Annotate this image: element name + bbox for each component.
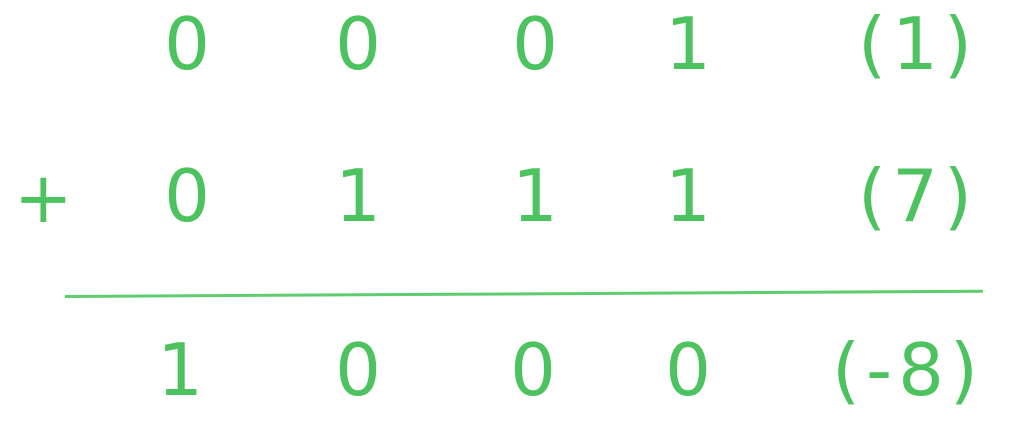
decimal-value: (7): [858, 154, 978, 238]
bit-digit: 1: [512, 154, 558, 238]
bit-digit: 0: [510, 328, 556, 412]
bit-digit: 0: [164, 2, 210, 86]
plus-operator: +: [14, 157, 73, 239]
bit-digit: 0: [335, 328, 381, 412]
decimal-value: (1): [858, 2, 978, 86]
bit-digit: 1: [335, 154, 381, 238]
bit-digit: 1: [665, 2, 711, 86]
decimal-value: (-8): [832, 328, 984, 412]
bit-digit: 1: [157, 328, 203, 412]
bit-digit: 0: [335, 2, 381, 86]
bit-digit: 0: [665, 328, 711, 412]
bit-digit: 1: [665, 154, 711, 238]
sum-divider-line: [64, 289, 983, 298]
bit-digit: 0: [164, 154, 210, 238]
bit-digit: 0: [512, 2, 558, 86]
